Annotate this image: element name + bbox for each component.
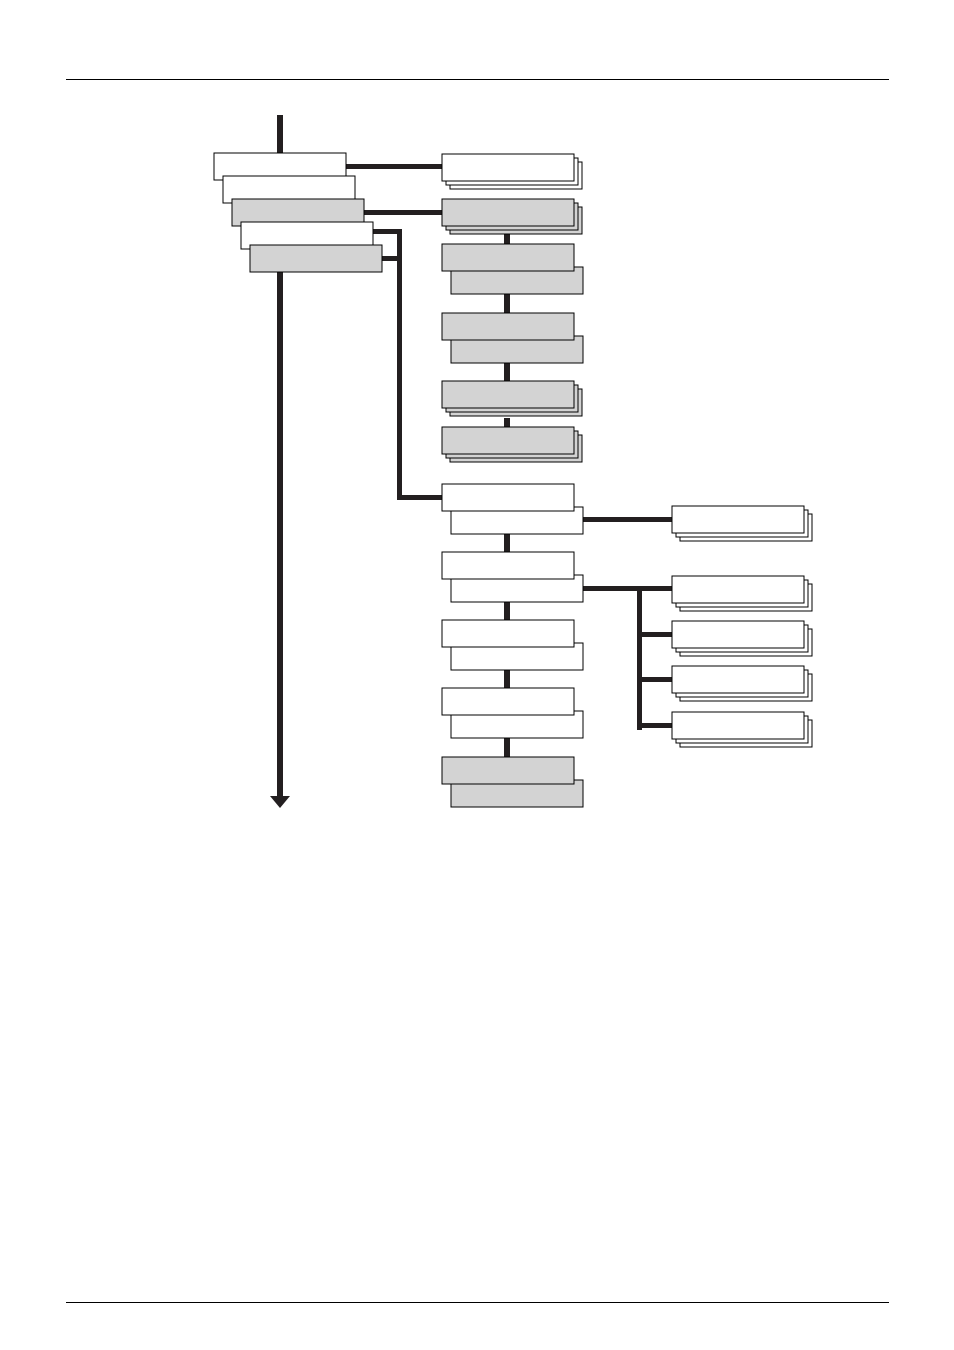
connector-right-branch-3 [637,632,672,637]
gray-chain-box-1-label [441,243,575,272]
gray-chain-box-3 [441,380,583,417]
main-line-top [277,115,283,155]
connector-top [345,164,442,169]
lower-chain-link-2 [504,600,510,622]
lower-chain-box-2 [441,551,584,603]
connector-second [363,210,442,215]
lower-chain-box-4 [441,687,584,739]
gray-chain-box-4 [441,426,583,463]
connector-to-lower [397,495,442,500]
lower-chain-box-4-label [441,687,575,716]
lower-chain-box-5 [441,756,584,808]
main-menu-box-5 [249,244,383,273]
lower-chain-link-1 [504,532,510,554]
connector-branch-v [397,229,402,500]
menu-boxes [213,152,813,808]
connector-lines [270,115,672,808]
connector-right-branch-5 [637,723,672,728]
branch-top-box-2-layer-1 [441,198,575,227]
connector-right-v [637,586,642,730]
right-option-box-2 [671,575,813,612]
lower-chain-box-2-label [441,551,575,580]
branch-top-box-2 [441,198,583,235]
gray-chain-box-4-layer-1 [441,426,575,455]
gray-chain-link-4 [504,418,510,430]
gray-chain-box-3-layer-1 [441,380,575,409]
branch-top-box-1-layer-1 [441,153,575,182]
lower-chain-box-3 [441,619,584,671]
right-option-box-4 [671,665,813,702]
lower-chain-box-1-label [441,483,575,512]
lower-chain-box-5-label [441,756,575,785]
lower-chain-box-1 [441,483,584,535]
lower-chain-box-3-label [441,619,575,648]
connector-right-2 [581,586,672,591]
right-option-box-5-layer-1 [671,711,805,740]
right-option-box-1-layer-1 [671,505,805,534]
connector-fifth-h [381,256,402,261]
connector-right-branch-4 [637,677,672,682]
right-option-box-2-layer-1 [671,575,805,604]
gray-chain-box-2 [441,312,584,364]
connector-right-1 [581,517,672,522]
right-option-box-3-layer-1 [671,620,805,649]
main-line [277,265,283,800]
right-option-box-3 [671,620,813,657]
connector-fourth-h [372,229,402,234]
header-rule [66,79,889,80]
branch-top-box-1 [441,153,583,190]
right-option-box-4-layer-1 [671,665,805,694]
footer-rule [66,1302,889,1303]
down-arrow-icon [270,796,290,808]
gray-chain-link-1 [504,234,510,246]
gray-chain-box-2-label [441,312,575,341]
lower-chain-link-3 [504,668,510,690]
gray-chain-link-2 [504,293,510,315]
right-option-box-5 [671,711,813,748]
lower-chain-link-4 [504,737,510,759]
gray-chain-box-1 [441,243,584,295]
right-option-box-1 [671,505,813,542]
gray-chain-link-3 [504,362,510,384]
